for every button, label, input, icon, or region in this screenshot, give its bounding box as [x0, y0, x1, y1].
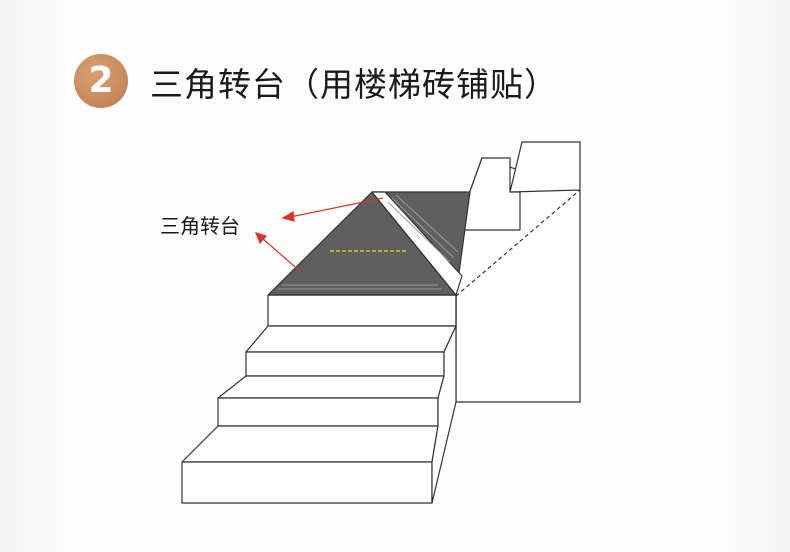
annotation-arrow-upper — [289, 197, 384, 218]
page-title: 三角转台（用楼梯砖铺贴） — [150, 65, 558, 104]
step-number-badge: 2 — [74, 54, 128, 108]
step-number: 2 — [88, 60, 114, 101]
lower-step-2-front — [181, 461, 433, 504]
lower-step-4-tread — [245, 325, 457, 353]
lower-step-3-front — [217, 397, 439, 427]
landing-divider-strip — [371, 191, 463, 296]
lower-step-5-front — [267, 294, 457, 327]
lower-step-2-tread — [181, 425, 439, 463]
upper-step-top — [509, 141, 581, 193]
lower-flight-side-face — [431, 294, 457, 504]
lower-step-4-front — [245, 351, 445, 377]
upper-flight-hidden-edge — [455, 189, 581, 297]
annotation-arrow-lower — [261, 237, 303, 274]
annotation-label: 三角转台 — [160, 214, 240, 238]
lower-step-3-tread — [217, 375, 445, 399]
